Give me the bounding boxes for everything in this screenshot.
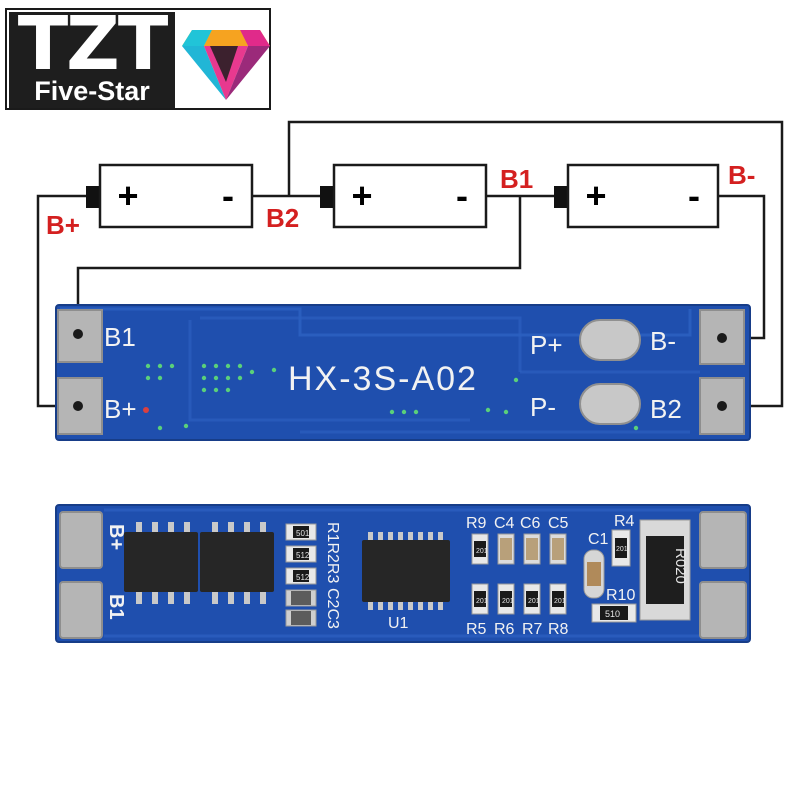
marking-r020: R020 xyxy=(672,548,689,584)
label-r10: R10 xyxy=(606,587,635,604)
board-model: HX-3S-A02 xyxy=(288,360,478,398)
resistor-group-left xyxy=(285,523,317,627)
mosfet-chip-1 xyxy=(124,522,198,604)
label-u1: U1 xyxy=(388,615,409,632)
marking-512-a: 512 xyxy=(296,551,310,560)
silkscreen-top: B1 B+ HX-3S-A02 P+ P- B- B2 xyxy=(104,322,682,424)
pad-label-p-minus: P- xyxy=(530,392,556,422)
battery-2-minus: - xyxy=(456,175,468,216)
wire-labels: B+ B2 B1 B- xyxy=(46,160,755,240)
marking-510: 510 xyxy=(605,609,620,619)
battery-3: + - xyxy=(554,163,720,229)
marking-501: 501 xyxy=(296,529,310,538)
label-r9: R9 xyxy=(466,515,487,532)
wire-b2 xyxy=(287,120,784,408)
marking-201-c: 201 xyxy=(502,598,514,605)
via-dots xyxy=(145,363,639,431)
marking-201-a: 201 xyxy=(476,548,488,555)
label-b-minus: B- xyxy=(728,160,755,190)
pcb-top-view: B1 B+ HX-3S-A02 P+ P- B- B2 xyxy=(55,304,751,441)
label-r5: R5 xyxy=(466,621,487,638)
marking-512-b: 512 xyxy=(296,573,310,582)
component-markings: 501 512 512 201 201 201 201 201 201 510 … xyxy=(296,529,689,619)
battery-1-minus: - xyxy=(222,175,234,216)
battery-2: + - xyxy=(320,163,488,229)
pad-label-b2: B2 xyxy=(650,394,682,424)
pcb-bottom-view: B+ B1 R1R2R3 C2C3 U1 R9 C4 C6 C5 R4 C1 R… xyxy=(55,504,751,643)
label-c2c3: C2C3 xyxy=(324,588,341,629)
mosfet-chip-2 xyxy=(200,522,274,604)
label-b1: B1 xyxy=(500,164,533,194)
label-c1: C1 xyxy=(588,531,609,548)
silkscreen-bottom: B+ B1 R1R2R3 C2C3 U1 R9 C4 C6 C5 R4 C1 R… xyxy=(105,513,635,638)
marking-201-e: 201 xyxy=(554,598,566,605)
label-b-plus: B+ xyxy=(46,210,80,240)
label-r8: R8 xyxy=(548,621,569,638)
label-c4: C4 xyxy=(494,515,515,532)
pad-label-p-plus: P+ xyxy=(530,330,563,360)
logo-black-block: TZT Five-Star xyxy=(9,6,175,108)
brand-logo: TZT Five-Star xyxy=(5,6,271,110)
logo-main-text: TZT xyxy=(17,1,169,87)
logo-sub-text: Five-Star xyxy=(34,76,150,106)
pad-label-b-plus: B+ xyxy=(104,394,137,424)
component-grid xyxy=(471,519,691,623)
marking-201-f: 201 xyxy=(616,546,628,553)
battery-1: + - xyxy=(86,163,254,229)
label-bottom-b1: B1 xyxy=(105,594,127,620)
battery-1-plus: + xyxy=(117,175,138,216)
battery-3-plus: + xyxy=(585,175,606,216)
label-r6: R6 xyxy=(494,621,515,638)
diamond-icon xyxy=(182,30,270,100)
ic-u1 xyxy=(362,532,450,610)
label-c5: C5 xyxy=(548,515,569,532)
battery-3-minus: - xyxy=(688,175,700,216)
marking-201-d: 201 xyxy=(528,598,540,605)
label-r4: R4 xyxy=(614,513,635,530)
label-bottom-b-plus: B+ xyxy=(105,524,127,550)
label-r1r2r3: R1R2R3 xyxy=(324,522,341,583)
pad-label-b-minus: B- xyxy=(650,326,676,356)
pad-label-b1: B1 xyxy=(104,322,136,352)
label-b2: B2 xyxy=(266,203,299,233)
label-r7: R7 xyxy=(522,621,543,638)
label-c6: C6 xyxy=(520,515,541,532)
battery-2-plus: + xyxy=(351,175,372,216)
marking-201-b: 201 xyxy=(476,598,488,605)
wire-b1 xyxy=(76,196,522,334)
